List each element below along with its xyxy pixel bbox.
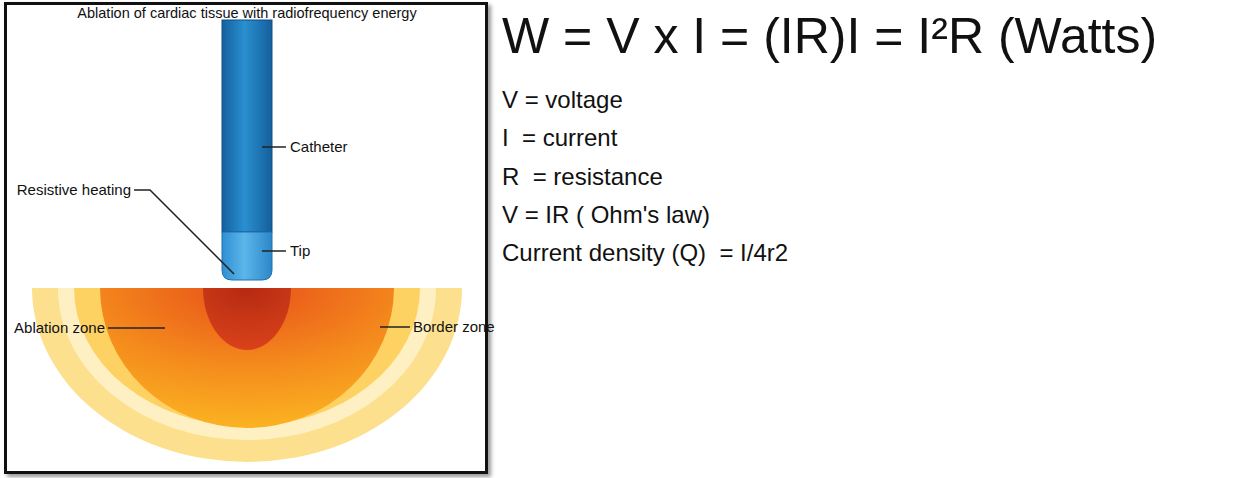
resistive-heating-shape <box>203 288 291 350</box>
part-label: Border zone <box>413 318 495 335</box>
part-label: Resistive heating <box>17 181 131 198</box>
leader-line <box>134 190 234 274</box>
ablation-zone-shape <box>100 288 394 428</box>
illustration-title: Ablation of cardiac tissue with radiofre… <box>77 5 416 22</box>
part-label: Tip <box>290 242 310 259</box>
formula-note: V = IR ( Ohm's law) <box>502 201 710 229</box>
leader-line <box>108 327 165 329</box>
variable-definition: I = current <box>502 124 617 152</box>
variable-definition: V = voltage <box>502 86 623 114</box>
part-label: Catheter <box>290 138 348 155</box>
formula-note: Current density (Q) = I/4r2 <box>502 239 788 267</box>
catheter-shaft <box>222 20 272 232</box>
leader-line <box>380 326 410 328</box>
border-zone-outer <box>32 288 462 462</box>
border-zone-band <box>58 288 436 440</box>
part-label: Ablation zone <box>14 319 105 336</box>
power-formula: W = V x I = (IR)I = I²R (Watts) <box>502 8 1157 66</box>
leader-line <box>262 146 286 148</box>
variable-definition: R = resistance <box>502 163 663 191</box>
catheter-tip <box>222 232 272 280</box>
leader-line <box>262 250 286 252</box>
